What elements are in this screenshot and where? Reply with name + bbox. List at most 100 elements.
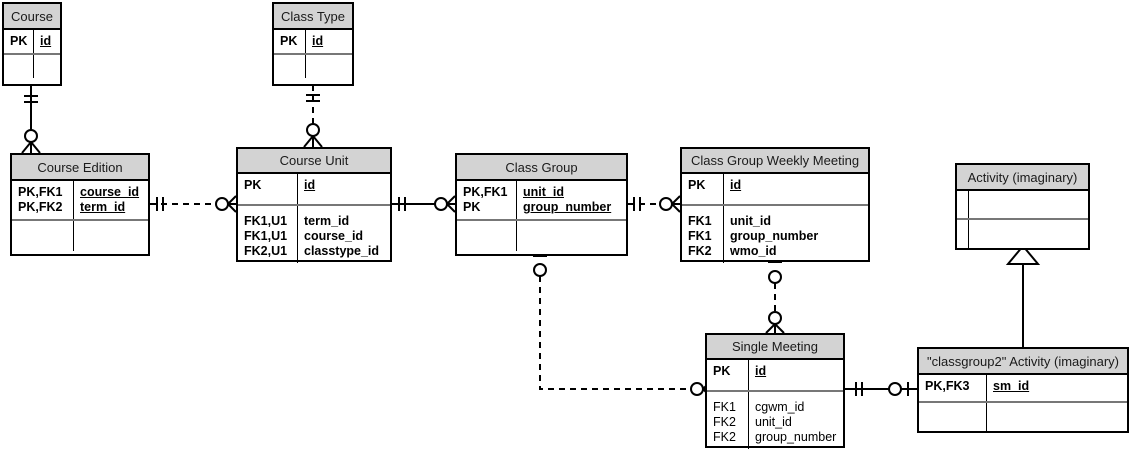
attr-key: PK,FK1 <box>463 185 508 199</box>
entity-class-group-weekly-meeting[interactable]: Class Group Weekly Meeting PK id FK1 FK1… <box>680 147 870 263</box>
relationship-single-meeting-to-classgroup2 <box>845 382 917 396</box>
attr-name: term_id <box>80 200 126 214</box>
attr-name: id <box>312 34 324 48</box>
attr-key: PK <box>682 174 724 204</box>
attr-key: PK <box>463 200 481 214</box>
entity-classgroup2-pk-section: PK,FK3 sm_id <box>919 375 1127 401</box>
entity-cgwm-pk-section: PK id <box>682 174 868 204</box>
attr-key: PK <box>707 360 749 390</box>
entity-cgwm-body-section: FK1 FK1 FK2 unit_id group_number wmo_id <box>682 204 868 263</box>
entity-course-edition-pk-section: PK,FK1 PK,FK2 course_id term_id <box>12 181 148 219</box>
entity-activity-body-section <box>957 218 1088 248</box>
entity-class-type-title: Class Type <box>274 4 352 30</box>
attr-key <box>457 221 517 251</box>
attr-key-group: FK1,U1 FK1,U1 FK2,U1 <box>238 206 298 263</box>
entity-single-meeting-title: Single Meeting <box>707 335 843 360</box>
relationship-course-unit-to-class-group <box>392 195 456 213</box>
relationship-course-to-course-edition <box>21 85 41 154</box>
relationship-cgwm-to-single-meeting <box>765 261 785 334</box>
attr-name-group: cgwm_id unit_id group_number <box>749 392 843 449</box>
attr-key <box>919 403 987 431</box>
relationship-class-group-to-single-meeting <box>533 255 712 398</box>
entity-class-group-body-section <box>457 219 626 251</box>
attr-key: PK,FK3 <box>919 375 987 401</box>
relationship-class-group-to-cgwm <box>628 195 681 213</box>
attr-name: id <box>40 34 52 48</box>
attr-key <box>957 191 969 218</box>
attr-name <box>74 221 148 251</box>
entity-activity-imaginary[interactable]: Activity (imaginary) <box>955 163 1090 250</box>
attr-name <box>969 220 1088 248</box>
attr-name: course_id <box>80 185 140 199</box>
entity-single-meeting-body-section: FK1 FK2 FK2 cgwm_id unit_id group_number <box>707 390 843 449</box>
entity-course[interactable]: Course PK id <box>2 2 62 86</box>
entity-classgroup2-title: "classgroup2" Activity (imaginary) <box>919 349 1127 375</box>
attr-name-group: term_id course_id classtype_id <box>298 206 390 263</box>
attr-key: FK1 <box>688 229 712 243</box>
attr-name <box>306 55 352 78</box>
entity-course-edition[interactable]: Course Edition PK,FK1 PK,FK2 course_id t… <box>10 153 150 256</box>
entity-class-group-title: Class Group <box>457 155 626 181</box>
attr-key: FK1,U1 <box>244 229 288 243</box>
attr-name-group: course_id term_id <box>74 181 148 219</box>
entity-class-group-pk-section: PK,FK1 PK unit_id group_number <box>457 181 626 219</box>
entity-course-body-section <box>4 53 60 78</box>
relationship-course-edition-to-course-unit <box>150 195 237 213</box>
attr-key-group: PK,FK1 PK,FK2 <box>12 181 74 219</box>
entity-single-meeting-pk-section: PK id <box>707 360 843 390</box>
entity-course-pk-section: PK id <box>4 30 60 53</box>
entity-activity-title: Activity (imaginary) <box>957 165 1088 191</box>
attr-name: group_number <box>755 430 837 444</box>
attr-key-group: FK1 FK1 FK2 <box>682 206 724 263</box>
entity-class-type-pk-section: PK id <box>274 30 352 53</box>
relationship-classgroup2-inherits-activity <box>1005 244 1041 347</box>
attr-name: id <box>755 364 767 378</box>
entity-class-group[interactable]: Class Group PK,FK1 PK unit_id group_numb… <box>455 153 628 256</box>
attr-name: wmo_id <box>730 244 777 258</box>
entity-course-edition-body-section <box>12 219 148 251</box>
entity-course-title: Course <box>4 4 60 30</box>
attr-key: PK <box>4 30 34 53</box>
attr-name: course_id <box>304 229 364 243</box>
attr-name: id <box>730 178 742 192</box>
attr-name: unit_id <box>755 415 792 429</box>
attr-name: group_number <box>730 229 819 243</box>
attr-key: PK <box>238 174 298 204</box>
entity-course-edition-title: Course Edition <box>12 155 148 181</box>
entity-class-type-body-section <box>274 53 352 78</box>
attr-name: id <box>304 178 316 192</box>
attr-name: classtype_id <box>304 244 380 258</box>
entity-course-unit-title: Course Unit <box>238 149 390 174</box>
attr-name: group_number <box>523 200 612 214</box>
attr-key: FK1,U1 <box>244 214 288 228</box>
entity-course-unit[interactable]: Course Unit PK id FK1,U1 FK1,U1 FK2,U1 t… <box>236 147 392 263</box>
attr-key: FK1 <box>713 400 736 414</box>
attr-key-group: PK,FK1 PK <box>457 181 517 219</box>
entity-single-meeting[interactable]: Single Meeting PK id FK1 FK2 FK2 cgwm_id… <box>705 333 845 449</box>
attr-name <box>517 221 626 251</box>
attr-key: FK2 <box>688 244 712 258</box>
attr-key: FK2 <box>713 415 736 429</box>
attr-name <box>987 403 1127 431</box>
attr-key: FK1 <box>688 214 712 228</box>
attr-key <box>12 221 74 251</box>
attr-key <box>274 55 306 78</box>
attr-name-group: unit_id group_number <box>517 181 626 219</box>
attr-name <box>34 55 60 78</box>
relationship-class-type-to-course-unit <box>303 85 323 148</box>
attr-name: cgwm_id <box>755 400 805 414</box>
attr-key <box>4 55 34 78</box>
attr-name: unit_id <box>730 214 771 228</box>
attr-name: sm_id <box>993 379 1030 393</box>
entity-class-type[interactable]: Class Type PK id <box>272 2 354 86</box>
entity-course-unit-pk-section: PK id <box>238 174 390 204</box>
attr-key-group: FK1 FK2 FK2 <box>707 392 749 449</box>
attr-key: PK,FK2 <box>18 200 63 214</box>
attr-key: PK <box>274 30 306 53</box>
attr-key: PK,FK1 <box>18 185 63 199</box>
attr-name-group: unit_id group_number wmo_id <box>724 206 868 263</box>
attr-key: FK2 <box>713 430 736 444</box>
entity-classgroup2-activity-imaginary[interactable]: "classgroup2" Activity (imaginary) PK,FK… <box>917 347 1129 433</box>
attr-name: unit_id <box>523 185 564 199</box>
entity-classgroup2-body-section <box>919 401 1127 431</box>
